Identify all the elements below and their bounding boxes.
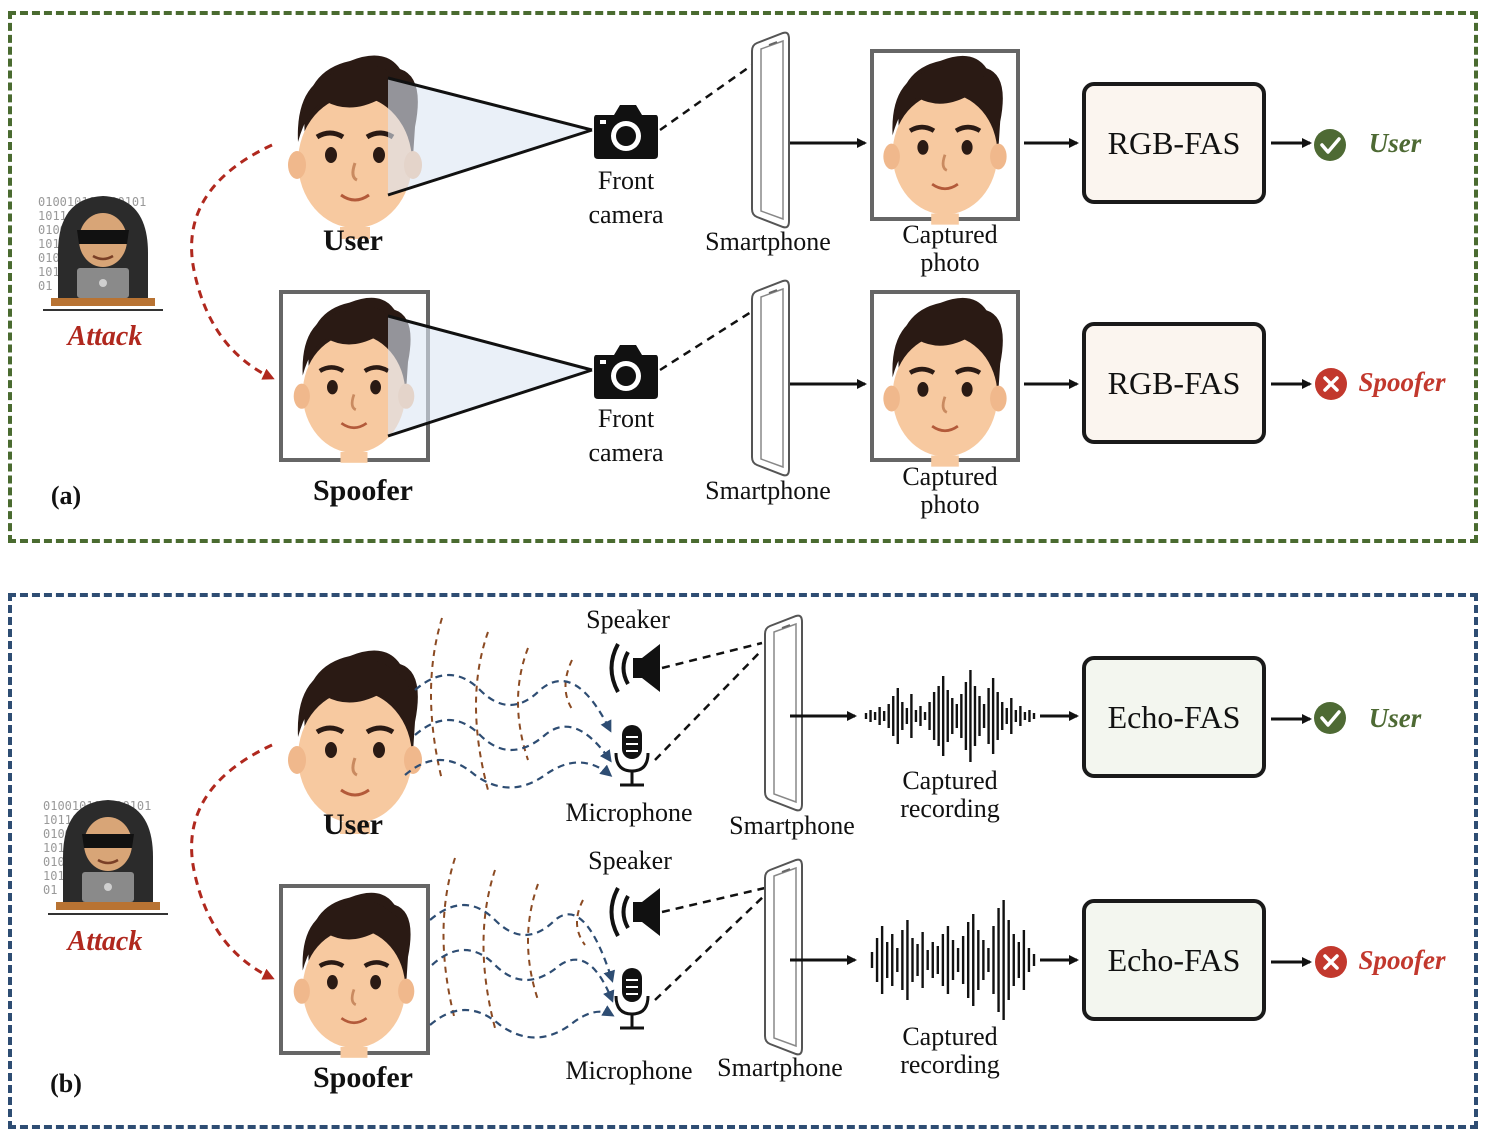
panel-b-spoofer-phone-label: Smartphone (717, 1053, 843, 1082)
panel-b-user-microphone-icon (614, 723, 650, 787)
panel-b-attack-label: Attack (67, 926, 143, 957)
panel-b-spoofer-label: Spoofer (313, 1061, 413, 1094)
panel-b-spoofer-echo-fas-box: Echo-FAS (1082, 899, 1266, 1021)
panel-a-spoofer-cross-icon (1313, 366, 1349, 402)
panel-b-hacker-icon (41, 797, 170, 916)
panel-b-user-check-icon (1312, 700, 1348, 736)
panel-a-spoofer-phone-icon (751, 279, 790, 477)
panel-a-attack-label: Attack (67, 321, 143, 352)
panel-a-user-result: User (1368, 128, 1422, 158)
panel-a-user-phone-label: Smartphone (705, 227, 831, 256)
panel-b-attack-arrow (190, 743, 275, 980)
panel-a-spoofer-capture-label-2: photo (920, 490, 980, 519)
panel-a-spoofer-phone-label: Smartphone (705, 476, 831, 505)
panel-a-spoofer-label: Spoofer (313, 474, 413, 507)
panel-b-spoofer-microphone-icon (614, 966, 650, 1030)
panel-a-user-view-cone (388, 78, 592, 195)
panel-b-spoofer-speaker-icon (609, 886, 662, 938)
panel-b-spoofer-capture-label-1: Captured (902, 1022, 998, 1051)
panel-a-spoofer-capture-label-1: Captured (902, 462, 998, 491)
panel-a-user-phone-icon (751, 31, 790, 229)
panel-b-spoofer-speaker-label: Speaker (588, 846, 672, 875)
panel-b-user-phone-label: Smartphone (729, 811, 855, 840)
panel-a-user-capture-label-2: photo (920, 248, 980, 277)
panel-b-user-result: User (1368, 703, 1422, 733)
panel-a-user-camera-icon (594, 105, 658, 159)
panel-a-spoofer-rgb-fas-box: RGB-FAS (1082, 322, 1266, 444)
panel-b-user-face-icon (288, 651, 422, 834)
panel-b-user-speaker-icon (609, 642, 662, 694)
panel-b-user-mic-label: Microphone (565, 798, 693, 827)
panel-a-user-camera-label-2: camera (588, 200, 664, 229)
panel-b-user-echo-waves (404, 674, 613, 789)
panel-b-user-phone-icon (764, 614, 803, 812)
panel-a-label: (a) (50, 481, 82, 510)
panel-b-spoofer-phone-icon (764, 858, 803, 1056)
panel-a-user-camera-label-1: Front (597, 166, 655, 195)
panel-b-spoofer-mic-label: Microphone (565, 1056, 693, 1085)
panel-a-attack-arrow (190, 143, 275, 380)
panel-a-user-rgb-fas-box: RGB-FAS (1082, 82, 1266, 204)
panel-b-spoofer-speaker-waves (442, 857, 586, 1029)
panel-a-hacker-icon (36, 193, 165, 312)
panel-a-user-check-icon (1312, 127, 1348, 163)
panel-b-user-capture-label-2: recording (900, 794, 1000, 823)
panel-b-spoofer-waveform-icon (870, 900, 1036, 1020)
panel-b-label: (b) (50, 1069, 82, 1098)
panel-a-spoofer-result: Spoofer (1358, 367, 1446, 397)
panel-b-user-capture-label-1: Captured (902, 766, 998, 795)
panel-b-spoofer-capture-label-2: recording (900, 1050, 1000, 1079)
panel-a-spoofer-view-cone (388, 316, 592, 436)
panel-b-frame (8, 593, 1478, 1129)
panel-a-spoofer-camera-label-2: camera (588, 438, 664, 467)
panel-a-user-capture-label-1: Captured (902, 220, 998, 249)
panel-a-user-label: User (323, 224, 383, 257)
panel-b-user-echo-fas-box: Echo-FAS (1082, 656, 1266, 778)
panel-b-spoofer-cross-icon (1313, 944, 1349, 980)
panel-b-user-speaker-label: Speaker (586, 605, 670, 634)
panel-b-spoofer-echo-waves (429, 904, 615, 1039)
panel-b-user-label: User (323, 808, 383, 841)
panel-a-spoofer-camera-label-1: Front (597, 404, 655, 433)
panel-b-spoofer-result: Spoofer (1358, 945, 1446, 975)
panel-a-spoofer-camera-icon (594, 345, 658, 399)
panel-a-frame (8, 11, 1478, 543)
panel-b-user-waveform-icon (864, 670, 1036, 762)
